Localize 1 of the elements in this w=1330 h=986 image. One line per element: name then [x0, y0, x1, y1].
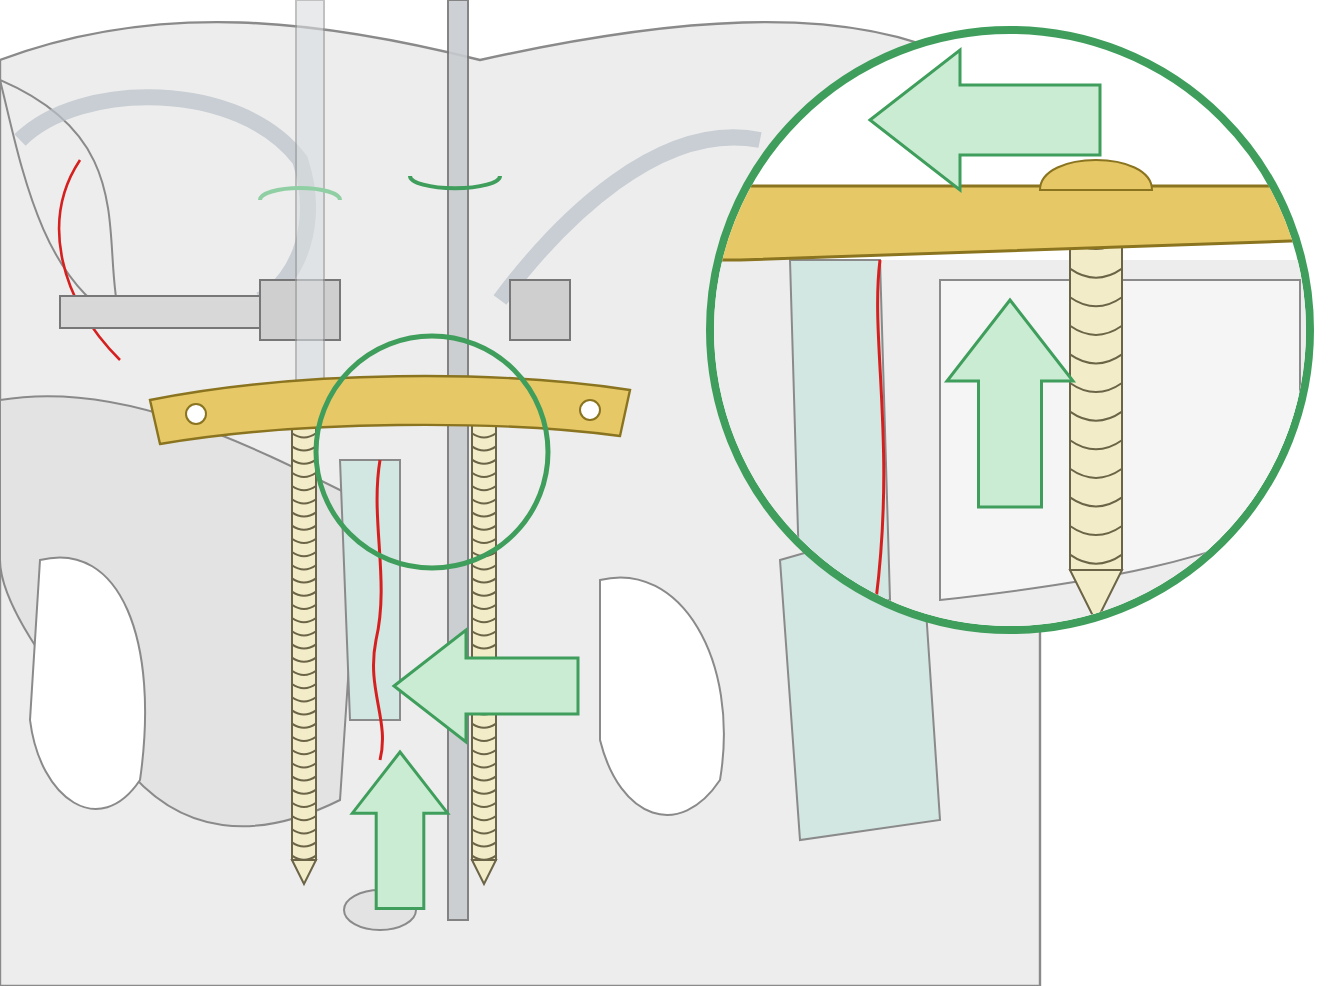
detail-circle: [313, 333, 551, 571]
